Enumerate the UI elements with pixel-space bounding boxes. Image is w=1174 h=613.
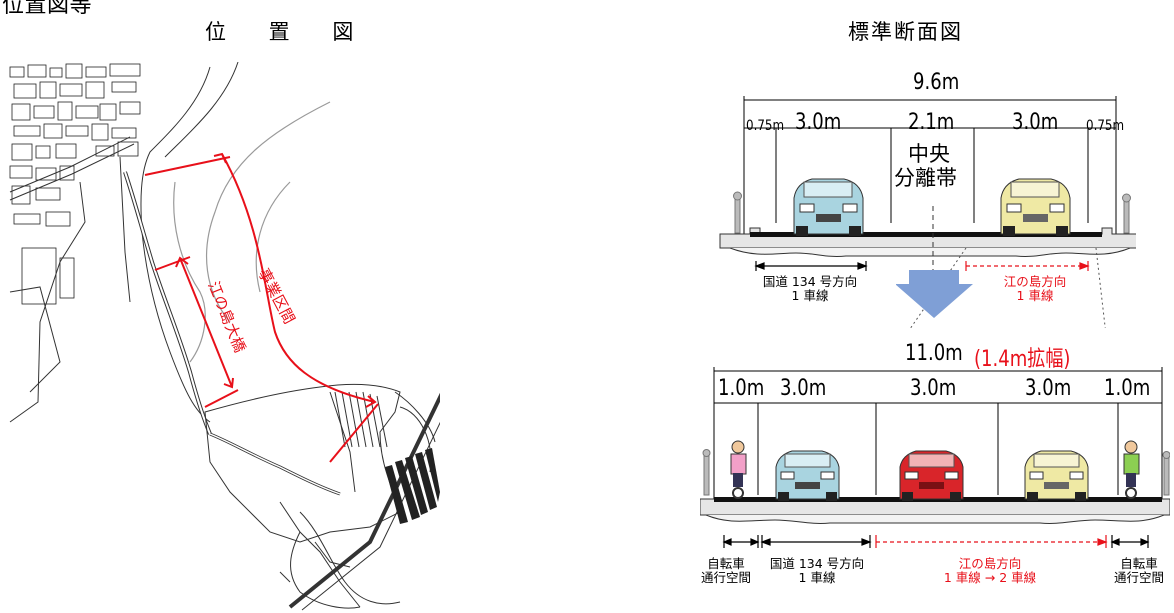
total-width-after: 11.0m — [905, 341, 963, 366]
car-blue-before — [793, 178, 864, 236]
lane-width-after-0: 1.0m — [718, 376, 765, 401]
direction-right-before-line1: 江の島方向 — [1003, 274, 1067, 289]
bike-space-right: 自転車 通行空間 — [1108, 557, 1170, 585]
direction-label-left-before: 国道 134 号方向 1 車線 — [740, 275, 880, 303]
direction-label-left-after: 国道 134 号方向 1 車線 — [752, 557, 882, 585]
car-yellow-after — [1024, 450, 1089, 501]
bridge-label: 江の島大橋 — [204, 279, 249, 355]
direction-label-right-before: 江の島方向 1 車線 — [980, 275, 1090, 303]
project-section-arrow — [144, 152, 379, 463]
bike-right-line2: 通行空間 — [1113, 570, 1164, 585]
town-blocks — [9, 63, 141, 305]
road-deck — [719, 227, 1136, 257]
lane-width-before-3: 3.0m — [1012, 110, 1059, 135]
bridge-length-arrow — [154, 256, 239, 408]
lane-width-before-2: 2.1m — [908, 110, 955, 135]
bike-space-left: 自転車 通行空間 — [696, 557, 756, 585]
lane-width-before-4: 0.75m — [1086, 118, 1125, 134]
bike-left-line1: 自転車 — [707, 556, 745, 571]
direction-right-after-line2: 1 車線 → 2 車線 — [943, 570, 1037, 585]
direction-left-after-line2: 1 車線 — [798, 570, 836, 585]
project-section-label: 事業区間 — [254, 265, 298, 326]
direction-label-right-after: 江の島方向 1 車線 → 2 車線 — [910, 557, 1070, 585]
direction-right-before-line2: 1 車線 — [1016, 288, 1054, 303]
direction-left-after-line1: 国道 134 号方向 — [769, 556, 865, 571]
cyclist-left — [730, 440, 747, 499]
bike-right-line1: 自転車 — [1120, 556, 1158, 571]
cyclist-right — [1123, 440, 1140, 499]
median-label-line1: 中央 — [908, 142, 950, 166]
location-map-title: 位 置 図 — [205, 20, 372, 44]
location-map: 事業区間 江の島大橋 — [9, 62, 440, 611]
lane-width-before-1: 3.0m — [795, 110, 842, 135]
lane-width-after-1: 3.0m — [780, 376, 827, 401]
bike-left-line2: 通行空間 — [700, 570, 751, 585]
cross-section-after — [700, 367, 1170, 548]
direction-left-before-line1: 国道 134 号方向 — [762, 274, 858, 289]
car-red-after — [899, 450, 964, 501]
lane-width-after-3: 3.0m — [1025, 376, 1072, 401]
direction-right-after-line1: 江の島方向 — [958, 556, 1022, 571]
car-yellow-before — [1000, 178, 1071, 236]
widening-note: (1.4m拡幅) — [974, 347, 1071, 372]
road-deck-after — [700, 498, 1170, 524]
car-blue-after — [775, 450, 840, 501]
cross-section-title: 標準断面図 — [848, 20, 963, 44]
median-label-line2: 分離帯 — [894, 166, 957, 190]
lane-width-after-2: 3.0m — [910, 376, 957, 401]
transition-arrow — [896, 270, 973, 318]
lane-width-after-4: 1.0m — [1104, 376, 1151, 401]
cross-section-before — [719, 96, 1136, 328]
corner-heading: 位置図等 — [2, 0, 93, 18]
direction-left-before-line2: 1 車線 — [791, 288, 829, 303]
lane-width-before-0: 0.75m — [746, 118, 785, 134]
total-width-before: 9.6m — [913, 70, 960, 95]
